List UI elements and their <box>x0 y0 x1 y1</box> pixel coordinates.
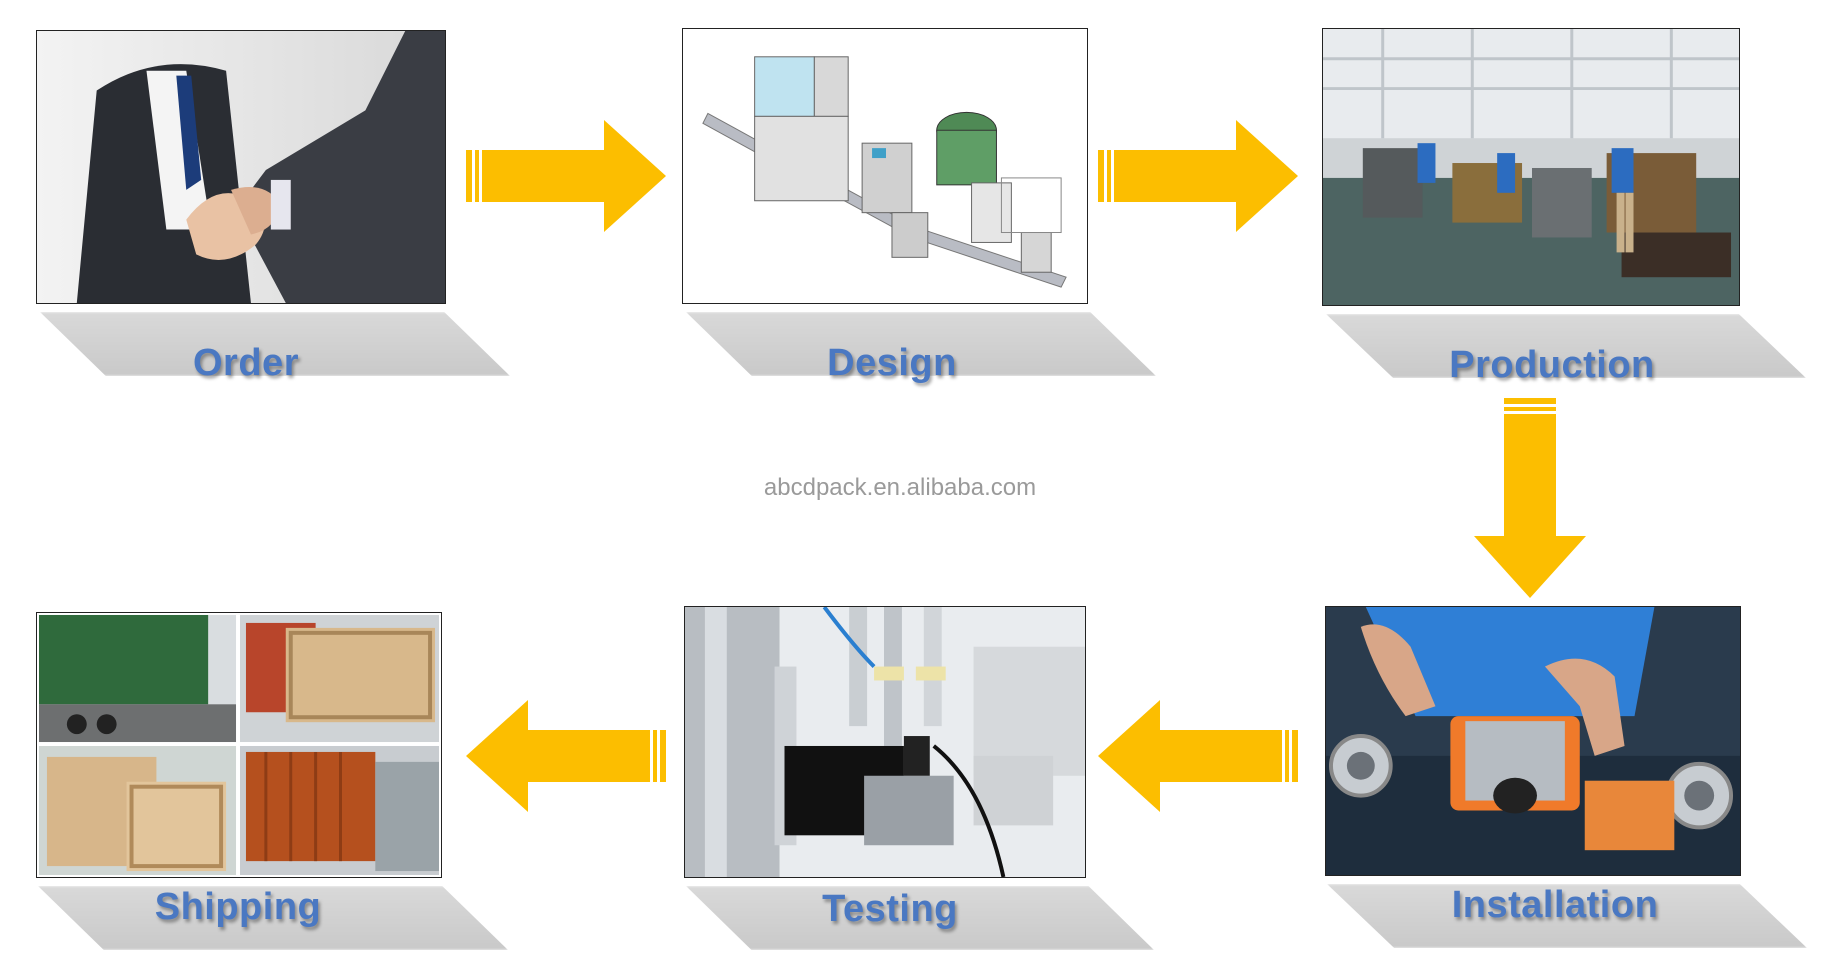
label-plate <box>686 312 1156 376</box>
machine-testing-photo <box>684 606 1086 878</box>
valve-assembly-photo <box>1325 606 1741 876</box>
label-plate <box>38 886 508 950</box>
handshake-photo <box>36 30 446 304</box>
arrow-right-order-design <box>466 120 666 232</box>
shipping-containers-collage <box>36 612 442 878</box>
label-plate <box>40 312 510 376</box>
cad-design-drawing <box>682 28 1088 304</box>
step-label-production: Production <box>1449 344 1655 386</box>
label-plate <box>1327 884 1807 948</box>
arrow-down-production-installation <box>1474 398 1586 598</box>
label-plate <box>1326 314 1806 378</box>
step-label-order: Order <box>193 342 299 384</box>
step-label-installation: Installation <box>1451 884 1659 926</box>
factory-workshop-photo <box>1322 28 1740 306</box>
step-label-testing: Testing <box>822 888 958 930</box>
arrow-left-installation-testing <box>1098 700 1298 812</box>
arrow-left-testing-shipping <box>466 700 666 812</box>
step-label-shipping: Shipping <box>154 886 322 928</box>
step-label-design: Design <box>827 342 957 384</box>
label-plate <box>686 886 1154 950</box>
watermark-text: abcdpack.en.alibaba.com <box>763 474 1037 501</box>
arrow-right-design-production <box>1098 120 1298 232</box>
